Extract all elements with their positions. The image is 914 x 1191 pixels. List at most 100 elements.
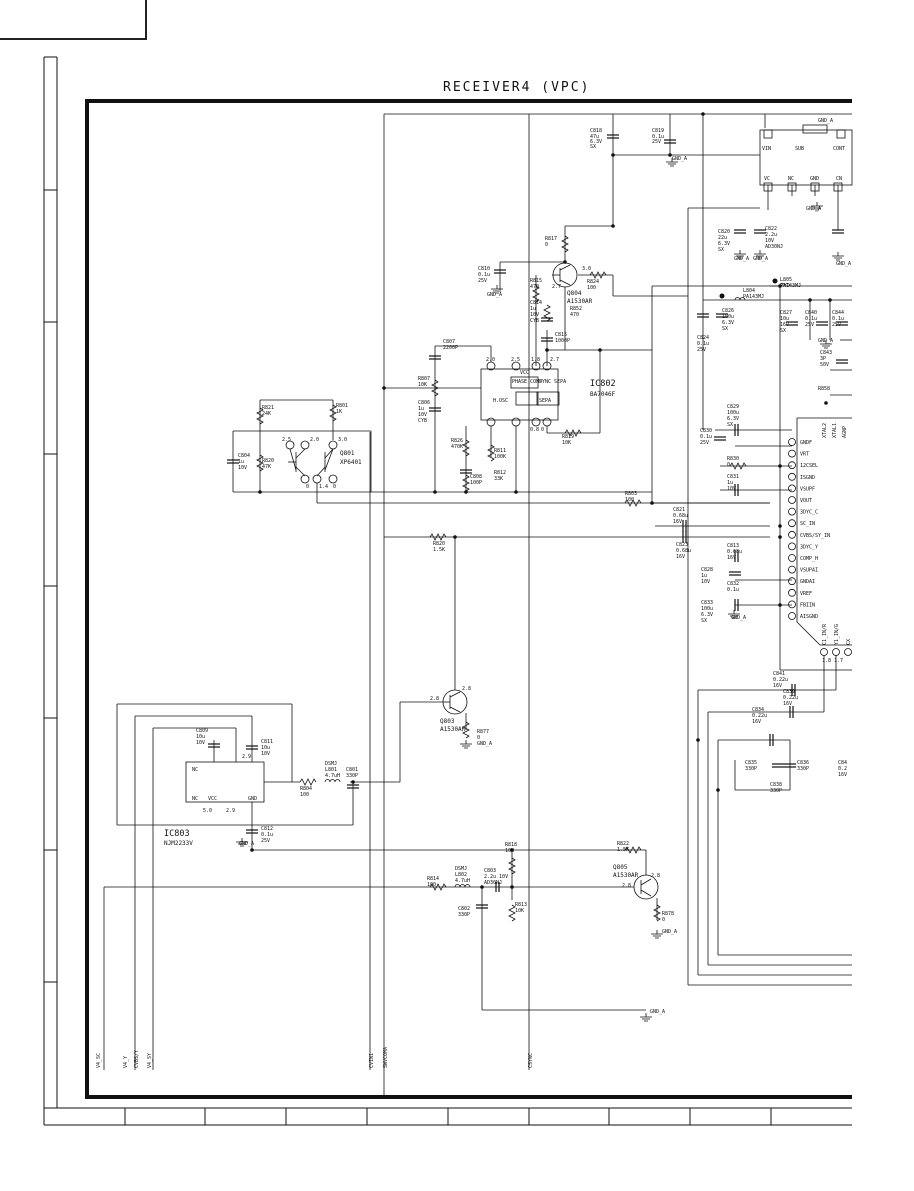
r878-label: R878 bbox=[662, 911, 674, 917]
c840-label: C840 bbox=[805, 310, 817, 316]
c808-value: 100P bbox=[470, 480, 482, 486]
c838-label: C838 bbox=[770, 782, 782, 788]
q803-ref: Q803 bbox=[440, 718, 455, 725]
c842-label: C84 bbox=[838, 760, 847, 766]
l802-label: L802 bbox=[455, 872, 467, 878]
v-q804-2: 3.0 bbox=[582, 266, 591, 272]
main-ic-pin-circle bbox=[788, 588, 796, 597]
main-ic-pin-circle bbox=[788, 600, 796, 609]
c824-label: C824 bbox=[697, 335, 709, 341]
main-ic-pin-circle bbox=[788, 472, 796, 481]
c836-label: C836 bbox=[797, 760, 809, 766]
c832-label: C832 bbox=[727, 581, 739, 587]
r802-label: R820 bbox=[433, 541, 445, 547]
c818-type: SX bbox=[590, 144, 596, 150]
c826-label: C826 bbox=[722, 308, 734, 314]
r820-label: R820 bbox=[262, 458, 274, 464]
main-ic-pin-label: VOUT bbox=[800, 498, 812, 504]
c814-value: 1u bbox=[530, 306, 536, 312]
c819-label: C819 bbox=[652, 128, 664, 134]
c804-rating: 10V bbox=[238, 465, 247, 471]
main-ic-pin-circle bbox=[788, 461, 796, 470]
r802-value: 1.5K bbox=[433, 547, 445, 553]
r811-value: 100K bbox=[494, 454, 506, 460]
v-ic802-3: 1.8 bbox=[531, 357, 540, 363]
c842-value: 0.2 bbox=[838, 766, 847, 772]
c818-value: 47u bbox=[590, 134, 599, 140]
r817-value: 0 bbox=[545, 242, 548, 248]
main-ic-pin-label: GNDF bbox=[800, 440, 812, 446]
c841-value: 0.22u bbox=[773, 677, 788, 683]
r815-label: R815 bbox=[530, 278, 542, 284]
c822-rating: 10V bbox=[765, 238, 774, 244]
ic803-gnd: GND bbox=[248, 796, 257, 802]
c806-rating: 10V bbox=[418, 412, 427, 418]
r813-label: R813 bbox=[515, 902, 527, 908]
v-q801-3: 3.0 bbox=[338, 437, 347, 443]
c822-value: 2.2u bbox=[765, 232, 777, 238]
main-ic-pin-circle bbox=[788, 577, 796, 586]
q801-ref: Q801 bbox=[340, 450, 355, 457]
c802-value: 330P bbox=[458, 912, 470, 918]
q803-part: A1530AR bbox=[440, 726, 466, 733]
c833-value: 100u bbox=[701, 606, 713, 612]
c835-label: C835 bbox=[745, 760, 757, 766]
c828-rating: 10V bbox=[701, 579, 710, 585]
l805-value: PA143MJ bbox=[780, 283, 801, 289]
main-ic-bottom-pin-circle bbox=[820, 648, 828, 656]
r804-label: R804 bbox=[300, 786, 312, 792]
ic802-hosc: H.OSC bbox=[493, 398, 508, 404]
tr-ic-sub: SUB bbox=[795, 146, 804, 152]
ic802-part: BA7046F bbox=[590, 391, 616, 398]
r830-value: 0 bbox=[727, 462, 730, 468]
c823-rating: 16V bbox=[676, 554, 685, 560]
v-q805-1: 2.8 bbox=[622, 883, 631, 889]
c826-type: SX bbox=[722, 326, 728, 332]
c812-label: C812 bbox=[261, 826, 273, 832]
r801-label: R801 bbox=[336, 403, 348, 409]
c844-value: 0.1u bbox=[832, 316, 844, 322]
main-ic-top-pin-label: XTAL2 bbox=[822, 423, 828, 438]
c820-value: 22u bbox=[718, 235, 727, 241]
c840-rating: 25V bbox=[805, 322, 814, 328]
v-ic802-1: 2.0 bbox=[486, 357, 495, 363]
v-ic803-2: 5.0 bbox=[203, 808, 212, 814]
r814-label: R814 bbox=[427, 876, 439, 882]
gnd-a-9: GND_A bbox=[806, 206, 821, 212]
main-ic-pin-circle bbox=[788, 554, 796, 562]
c820-type: SX bbox=[718, 247, 724, 253]
r820-value: 47K bbox=[262, 464, 271, 470]
main-ic-pin-label: VRT bbox=[800, 452, 809, 458]
main-ic-top-pin-label: XTAL1 bbox=[832, 423, 838, 438]
ic802-vcc: VCC bbox=[520, 370, 529, 376]
r807-label: R807 bbox=[418, 376, 430, 382]
tr-ic-gnd-a: GND_A bbox=[818, 118, 833, 124]
c831-rating: 10V bbox=[727, 486, 736, 492]
gnd-a-4: GND_A bbox=[239, 841, 254, 847]
l804-value: PA143MJ bbox=[743, 294, 764, 300]
c843-rating: 50V bbox=[820, 362, 829, 368]
v-ic802-5: 0.8 bbox=[530, 427, 539, 433]
c841-rating: 16V bbox=[773, 683, 782, 689]
gnd-a-10: GND_A bbox=[836, 261, 851, 267]
tr-ic-cn: CN bbox=[836, 176, 842, 182]
main-ic-bottom-pin-circle bbox=[832, 648, 840, 656]
sig-swvcoma: SWVCOMA bbox=[383, 1047, 389, 1068]
v-q801-4: 0 bbox=[306, 484, 309, 490]
r821-value: 24K bbox=[262, 411, 271, 417]
c809-value: 10u bbox=[196, 734, 205, 740]
c810-value: 0.1u bbox=[478, 272, 490, 278]
c808-label: C808 bbox=[470, 474, 482, 480]
v-ic802-2: 2.5 bbox=[511, 357, 520, 363]
sig-csync: CSYNC bbox=[528, 1053, 534, 1068]
main-ic-pin-circle bbox=[788, 449, 796, 458]
v-q801-6: 0 bbox=[333, 484, 336, 490]
c811-rating: 10V bbox=[261, 751, 270, 757]
main-ic-pin-label: COMP_H bbox=[800, 556, 818, 562]
l804-label: L804 bbox=[743, 288, 755, 294]
c843-label: C843 bbox=[820, 350, 832, 356]
sig-v4-sy: V4_SY bbox=[147, 1053, 153, 1068]
r824-value: 100 bbox=[587, 285, 596, 291]
main-ic-pin-label: 3DYC_Y bbox=[800, 544, 818, 550]
ic803-part: NJM2233V bbox=[164, 840, 193, 847]
